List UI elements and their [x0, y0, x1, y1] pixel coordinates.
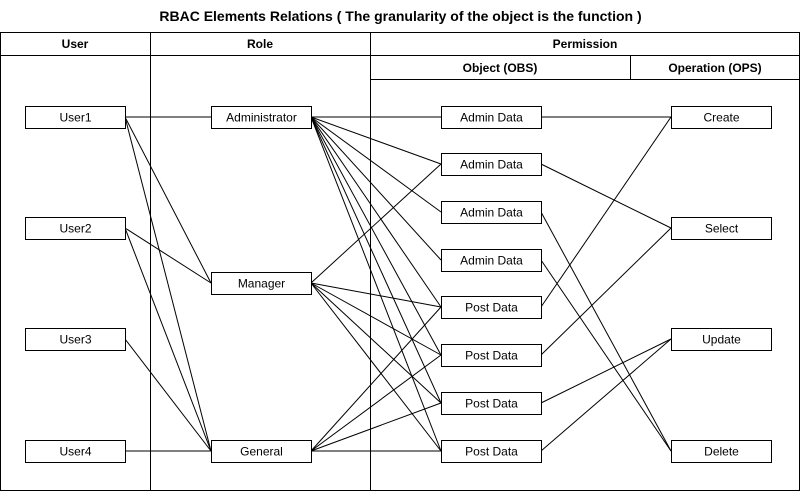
role-node-box	[211, 106, 312, 129]
edge-role-object	[310, 116, 442, 213]
object-node-box	[441, 153, 542, 176]
edge-object-operation	[540, 163, 672, 229]
edge-object-operation	[540, 259, 672, 452]
edge-role-object	[310, 116, 442, 308]
role-node-label: General	[240, 445, 283, 459]
object-node[interactable]: Admin Data	[441, 201, 542, 224]
edge-role-object	[310, 116, 442, 356]
object-node-box	[441, 106, 542, 129]
role-node-box	[211, 440, 312, 463]
header-user: User	[62, 37, 89, 51]
edge-role-object	[310, 116, 442, 165]
role-node[interactable]: General	[211, 440, 312, 463]
diagram-title: RBAC Elements Relations ( The granularit…	[159, 8, 642, 24]
edge-user-role	[124, 116, 212, 284]
edge-role-object	[310, 163, 442, 284]
edge-role-object	[310, 354, 442, 452]
edge-role-object	[310, 116, 442, 404]
edge-user-role	[124, 227, 212, 452]
object-node[interactable]: Post Data	[441, 344, 542, 367]
operation-node[interactable]: Delete	[671, 440, 772, 463]
object-node[interactable]: Post Data	[441, 392, 542, 415]
table-frame	[0, 32, 800, 491]
operation-node[interactable]: Select	[671, 217, 772, 240]
object-node[interactable]: Post Data	[441, 296, 542, 319]
role-node[interactable]: Administrator	[211, 106, 312, 129]
operation-node-label: Create	[703, 111, 739, 125]
object-node-label: Post Data	[465, 397, 518, 411]
edge-role-object	[310, 116, 442, 452]
header-role: Role	[247, 37, 273, 51]
object-node-label: Post Data	[465, 301, 518, 315]
user-node-box	[25, 106, 126, 129]
header-object: Object (OBS)	[463, 61, 538, 75]
relation-edges	[124, 116, 672, 452]
user-node-label: User4	[59, 445, 91, 459]
user-node-box	[25, 328, 126, 351]
user-node[interactable]: User1	[25, 106, 126, 129]
role-node-box	[211, 272, 312, 295]
object-node-box	[441, 344, 542, 367]
edge-object-operation	[540, 338, 672, 404]
edge-object-operation	[540, 211, 672, 452]
user-node-box	[25, 440, 126, 463]
object-node[interactable]: Admin Data	[441, 249, 542, 272]
edge-user-role	[124, 227, 212, 284]
operation-node-label: Update	[702, 333, 741, 347]
edge-role-object	[310, 282, 442, 356]
edge-object-operation	[540, 227, 672, 356]
edge-role-object	[310, 306, 442, 452]
object-node-label: Admin Data	[460, 158, 523, 172]
role-node[interactable]: Manager	[211, 272, 312, 295]
edge-role-object	[310, 116, 442, 261]
header-operation: Operation (OPS)	[668, 61, 761, 75]
object-node-label: Post Data	[465, 349, 518, 363]
object-node-label: Admin Data	[460, 254, 523, 268]
edge-user-role	[124, 116, 212, 452]
edge-role-object	[310, 282, 442, 308]
object-node[interactable]: Admin Data	[441, 106, 542, 129]
operation-node-box	[671, 328, 772, 351]
edge-role-object	[310, 282, 442, 404]
operation-node-label: Select	[705, 222, 739, 236]
edge-object-operation	[540, 338, 672, 452]
user-node-label: User3	[59, 333, 91, 347]
object-node-label: Admin Data	[460, 206, 523, 220]
object-node-label: Post Data	[465, 445, 518, 459]
object-node-label: Admin Data	[460, 111, 523, 125]
object-node[interactable]: Admin Data	[441, 153, 542, 176]
user-node[interactable]: User2	[25, 217, 126, 240]
edge-object-operation	[540, 116, 672, 308]
object-node-box	[441, 440, 542, 463]
user-node[interactable]: User4	[25, 440, 126, 463]
object-node[interactable]: Post Data	[441, 440, 542, 463]
object-node-box	[441, 296, 542, 319]
object-node-box	[441, 201, 542, 224]
operation-node-box	[671, 106, 772, 129]
user-node[interactable]: User3	[25, 328, 126, 351]
user-node-label: User2	[59, 222, 91, 236]
header-permission: Permission	[553, 37, 618, 51]
object-node-box	[441, 249, 542, 272]
edge-role-object	[310, 402, 442, 452]
edge-user-role	[124, 338, 212, 452]
user-node-label: User1	[59, 111, 91, 125]
operation-node[interactable]: Update	[671, 328, 772, 351]
role-node-label: Manager	[238, 277, 285, 291]
role-node-label: Administrator	[226, 111, 297, 125]
operation-node-box	[671, 440, 772, 463]
user-node-box	[25, 217, 126, 240]
object-node-box	[441, 392, 542, 415]
edge-role-object	[310, 282, 442, 452]
operation-node[interactable]: Create	[671, 106, 772, 129]
operation-node-box	[671, 217, 772, 240]
operation-node-label: Delete	[704, 445, 739, 459]
